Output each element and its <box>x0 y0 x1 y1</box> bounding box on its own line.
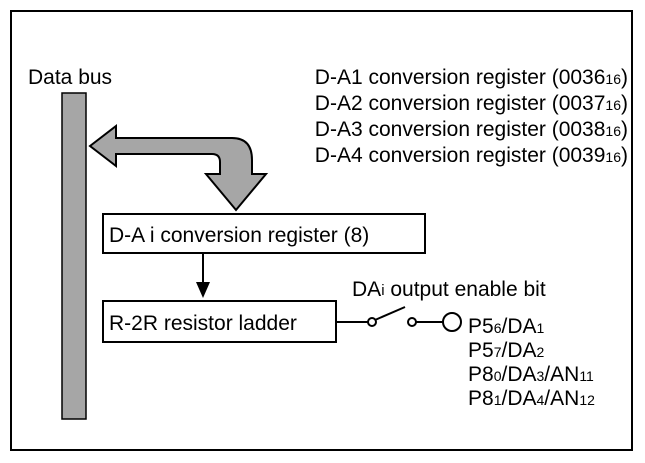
register-subscript: 16 <box>605 123 621 139</box>
register-subscript: 16 <box>605 97 621 113</box>
register-text: D-A3 conversion register (0038 <box>314 118 606 141</box>
diagram-frame <box>10 10 633 451</box>
pin-subscript: 11 <box>579 368 594 384</box>
resistor-ladder-box: R-2R resistor ladder <box>102 300 337 343</box>
pin-subscript: 0 <box>493 368 502 384</box>
register-text: D-A4 conversion register (0039 <box>314 144 606 167</box>
register-line: D-A3 conversion register (003816) <box>315 119 628 140</box>
pin-subscript: 12 <box>579 392 595 408</box>
switch-blade <box>374 306 406 321</box>
pin-text: /DA <box>501 363 537 386</box>
pin-label: P56/DA1 <box>468 316 544 337</box>
pin-text: P8 <box>468 363 494 386</box>
output-enable-label: DAi output enable bit <box>352 279 546 300</box>
pin-text: /DA <box>501 387 537 410</box>
output-enable-pre: DA <box>352 278 382 301</box>
register-line: D-A2 conversion register (003716) <box>315 93 628 114</box>
pin-subscript: 1 <box>493 392 502 408</box>
pin-text: /DA <box>501 339 537 362</box>
data-bus-bar <box>61 92 87 420</box>
pin-label: P80/DA3/AN11 <box>468 364 594 385</box>
pin-text: /AN <box>544 387 580 410</box>
resistor-ladder-label: R-2R resistor ladder <box>109 312 297 335</box>
register-text: D-A2 conversion register (0037 <box>314 92 606 115</box>
pin-subscript: 1 <box>536 320 545 336</box>
pin-text: /DA <box>501 315 537 338</box>
register-close: ) <box>621 144 628 167</box>
register-subscript: 16 <box>605 71 621 87</box>
pin-subscript: 3 <box>536 368 545 384</box>
pin-subscript: 4 <box>536 392 545 408</box>
pin-subscript: 2 <box>536 344 545 360</box>
da-conversion-register-label: D-A i conversion register (8) <box>109 224 370 247</box>
data-bus-label: Data bus <box>28 66 113 89</box>
register-line: D-A4 conversion register (003916) <box>315 145 628 166</box>
pin-text: P8 <box>468 387 494 410</box>
da-conversion-register-box: D-A i conversion register (8) <box>102 213 426 254</box>
switch-contact-right <box>407 317 417 327</box>
register-line: D-A1 conversion register (003616) <box>315 67 628 88</box>
bus-arrow <box>88 123 269 212</box>
pin-subscript: 6 <box>493 320 502 336</box>
pin-text: P5 <box>468 315 494 338</box>
register-close: ) <box>621 92 628 115</box>
pin-label: P81/DA4/AN12 <box>468 388 595 409</box>
reg-to-ladder-arrowhead <box>196 282 210 298</box>
output-pin-circle <box>442 312 462 332</box>
register-subscript: 16 <box>605 149 621 165</box>
pin-text: /AN <box>544 363 580 386</box>
output-enable-i: i <box>381 282 385 299</box>
register-close: ) <box>621 66 628 89</box>
pin-text: P5 <box>468 339 494 362</box>
pin-label: P57/DA2 <box>468 340 544 361</box>
pin-subscript: 7 <box>493 344 502 360</box>
switch-contact-left <box>367 317 377 327</box>
register-text: D-A1 conversion register (0036 <box>314 66 606 89</box>
register-close: ) <box>621 118 628 141</box>
output-enable-post: output enable bit <box>384 278 546 301</box>
